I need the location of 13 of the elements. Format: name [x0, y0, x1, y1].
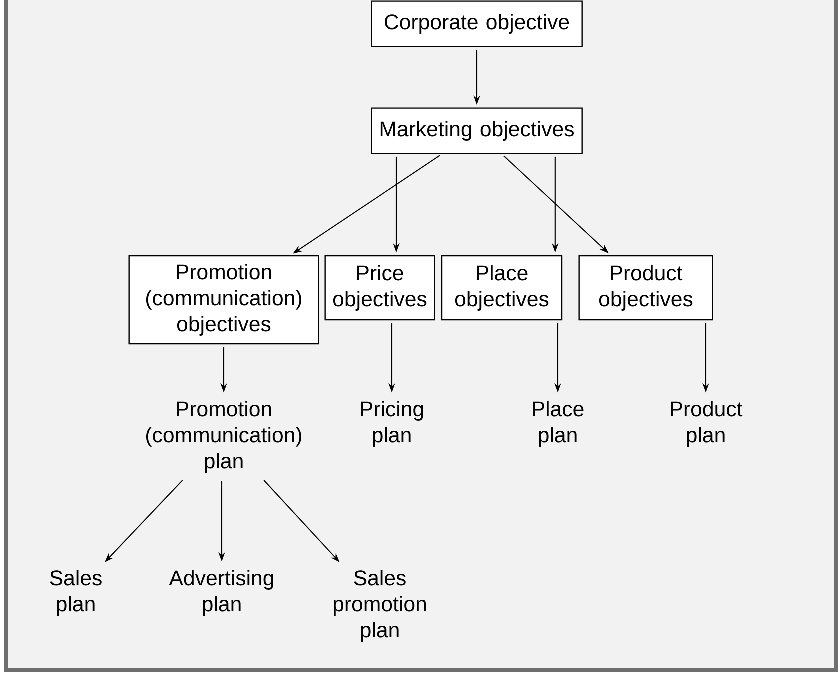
plan-label: Advertising plan: [169, 570, 274, 616]
plan-label: Place plan: [533, 401, 584, 447]
plan-label: Sales plan: [50, 570, 102, 616]
plan-label: Promotion (communication) plan: [146, 401, 302, 473]
objective-box: Product objectives: [578, 255, 714, 321]
objective-box: Place objectives: [441, 255, 563, 321]
objective-box: Promotion (communication) objectives: [128, 255, 320, 345]
objective-box: Marketing objectives: [371, 108, 583, 154]
plan-label: Product plan: [671, 401, 743, 447]
plan-label: Pricing plan: [361, 401, 424, 447]
objective-box: Price objectives: [324, 255, 436, 321]
objective-box: Corporate objective: [371, 0, 583, 48]
plan-label: Sales promotion plan: [334, 570, 426, 642]
